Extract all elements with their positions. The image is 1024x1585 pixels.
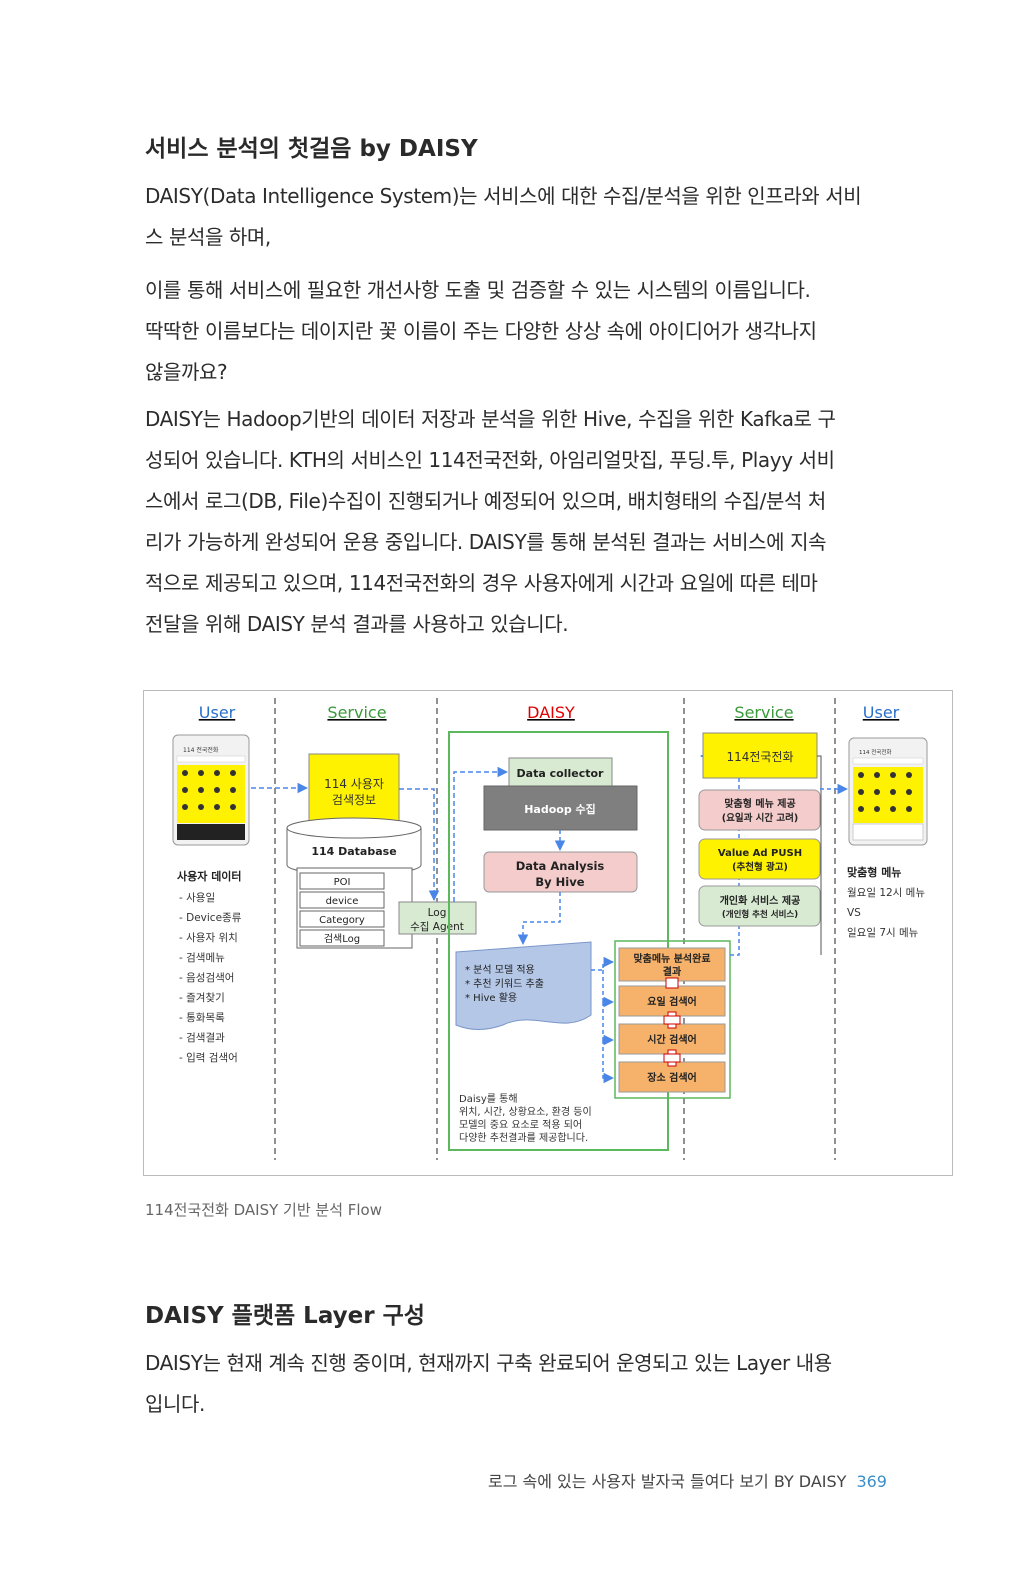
analysis-notes-doc: [455, 941, 592, 1030]
running-title: 로그 속에 있는 사용자 발자국 들여다 보기 BY DAISY: [488, 1472, 847, 1491]
figure-caption: 114전국전화 DAISY 기반 분석 Flow: [145, 1201, 382, 1219]
header-user-right: User: [863, 703, 900, 722]
page-number: 369: [856, 1472, 887, 1491]
list-item: - Device종류: [179, 912, 242, 924]
text-line: DAISY(Data Intelligence System)는 서비스에 대한…: [145, 184, 862, 208]
data-analysis-line: Data Analysis: [516, 859, 605, 873]
custom-menu-item: VS: [847, 907, 861, 919]
value-push-line: Value Ad PUSH: [718, 848, 802, 859]
daisy-note-line: 위치, 시간, 상황요소, 환경 등이: [459, 1105, 592, 1118]
paragraph-4: DAISY는 현재 계속 진행 중이며, 현재까지 구축 완료되어 운영되고 있…: [145, 1343, 890, 1425]
header-service-left: Service: [327, 703, 386, 722]
results-group: [614, 940, 731, 1099]
analysis-note: * 분석 모델 적용: [465, 964, 535, 976]
text-line: 리가 가능하게 완성되어 운용 중입니다. DAISY를 통해 분석된 결과는 …: [145, 530, 827, 554]
text-line: 딱딱한 이름보다는 데이지란 꽃 이름이 주는 다양한 상상 속에 아이디어가 …: [145, 319, 817, 343]
hadoop-label: Hadoop 수집: [524, 802, 596, 816]
list-item: - 사용자 위치: [179, 931, 238, 944]
result-label: 시간 검색어: [647, 1033, 696, 1046]
text-line: 스에서 로그(DB, File)수집이 진행되거나 예정되어 있으며, 배치형태…: [145, 489, 826, 513]
paragraph-1: DAISY(Data Intelligence System)는 서비스에 대한…: [145, 176, 890, 258]
user-data-list: - 사용일 - Device종류 - 사용자 위치 - 검색메뉴 - 음성검색어…: [179, 891, 242, 1064]
paragraph-2: 이를 통해 서비스에 필요한 개선사항 도출 및 검증할 수 있는 시스템의 이…: [145, 270, 890, 393]
result-boxes: 맞춤메뉴 분석완료 결과 요일 검색어 시간 검색어 장소 검색어: [618, 947, 726, 1093]
value-push-line: (추천형 광고): [732, 861, 788, 873]
text-line: 스 분석을 하며,: [145, 225, 271, 249]
section-title-2: DAISY 플랫폼 Layer 구성: [145, 1303, 425, 1329]
plus-icon: [663, 1011, 681, 1029]
search-info-line: 114 사용자: [324, 777, 384, 791]
result-label: 맞춤메뉴 분석완료: [633, 952, 710, 965]
phone-screenshot-right: 114 전국전화: [848, 737, 928, 846]
db-table-search-log: 검색Log: [324, 933, 360, 945]
paragraph-3: DAISY는 Hadoop기반의 데이터 저장과 분석을 위한 Hive, 수집…: [145, 399, 890, 645]
daisy-note-line: Daisy를 통해: [459, 1092, 518, 1105]
header-service-right: Service: [734, 703, 793, 722]
personal-service-line: 개인화 서비스 제공: [720, 894, 801, 907]
service-114-box: [702, 732, 818, 779]
text-line: 적으로 제공되고 있으며, 114전국전화의 경우 사용자에게 시간과 요일에 …: [145, 571, 818, 595]
result-label: 결과: [663, 965, 682, 978]
phone-title: 114 전국전화: [859, 748, 892, 756]
log-agent-line: 수집 Agent: [410, 921, 464, 933]
custom-menu-line: 맞춤형 메뉴 제공: [724, 797, 795, 810]
header-daisy: DAISY: [527, 703, 575, 722]
daisy-note-line: 다양한 추천결과를 제공합니다.: [459, 1132, 588, 1144]
service-114-label: 114전국전화: [726, 750, 793, 764]
text-line: 입니다.: [145, 1392, 205, 1416]
section-title-1: 서비스 분석의 첫걸음 by DAISY: [145, 136, 478, 162]
log-agent-line: Log: [428, 907, 447, 919]
data-collector-label: Data collector: [517, 767, 604, 780]
database-title: 114 Database: [311, 845, 396, 858]
text-line: 성되어 있습니다. KTH의 서비스인 114전국전화, 아임리얼맛집, 푸딩.…: [145, 448, 835, 472]
user-data-title: 사용자 데이터: [177, 869, 242, 883]
plus-icon: [663, 1049, 681, 1067]
hadoop-box: [483, 785, 638, 831]
list-item: - 음성검색어: [179, 972, 234, 984]
personal-service-line: (개인형 추천 서비스): [722, 909, 798, 920]
list-item: - 입력 검색어: [179, 1051, 238, 1064]
value-push-box: [698, 838, 821, 880]
personal-service-box: [698, 885, 821, 927]
list-item: - 검색메뉴: [179, 952, 225, 964]
log-agent-box: [398, 901, 477, 935]
list-item: - 검색결과: [179, 1032, 225, 1044]
list-item: - 통화목록: [179, 1012, 225, 1024]
analysis-note: * 추천 키워드 추출: [465, 977, 544, 990]
custom-menu-item: 월요일 12시 메뉴: [847, 886, 925, 899]
header-user-left: User: [199, 703, 236, 722]
text-line: DAISY는 현재 계속 진행 중이며, 현재까지 구축 완료되어 운영되고 있…: [145, 1351, 832, 1375]
analysis-note: * Hive 활용: [465, 991, 517, 1004]
text-line: 않을까요?: [145, 360, 228, 384]
db-table-category: Category: [319, 915, 365, 926]
custom-menu-title: 맞춤형 메뉴: [847, 865, 901, 879]
db-table-poi: POI: [334, 877, 351, 888]
daisy-flow-diagram: User Service DAISY Service User 114 전국전화…: [143, 690, 953, 1176]
text-line: 이를 통해 서비스에 필요한 개선사항 도출 및 검증할 수 있는 시스템의 이…: [145, 278, 811, 302]
custom-menu-line: (요일과 시간 고려): [722, 812, 798, 824]
daisy-note-line: 모델의 중요 요소로 적용 되어: [459, 1119, 582, 1131]
db-table-device: device: [326, 896, 359, 907]
list-item: - 즐겨찾기: [179, 992, 225, 1004]
search-info-box: [308, 753, 400, 825]
list-item: - 사용일: [179, 891, 215, 904]
result-label: 요일 검색어: [647, 995, 696, 1008]
custom-menu-item: 일요일 7시 메뉴: [847, 926, 919, 939]
data-analysis-line: By Hive: [535, 875, 584, 889]
result-label: 장소 검색어: [647, 1071, 696, 1084]
phone-screenshot-left: 114 전국전화: [172, 734, 250, 846]
page-footer: 로그 속에 있는 사용자 발자국 들여다 보기 BY DAISY 369: [488, 1468, 887, 1492]
search-info-line: 검색정보: [332, 793, 376, 807]
text-line: DAISY는 Hadoop기반의 데이터 저장과 분석을 위한 Hive, 수집…: [145, 407, 836, 431]
phone-title: 114 전국전화: [183, 746, 219, 754]
custom-menu-box: [698, 789, 821, 831]
text-line: 전달을 위해 DAISY 분석 결과를 사용하고 있습니다.: [145, 612, 569, 636]
